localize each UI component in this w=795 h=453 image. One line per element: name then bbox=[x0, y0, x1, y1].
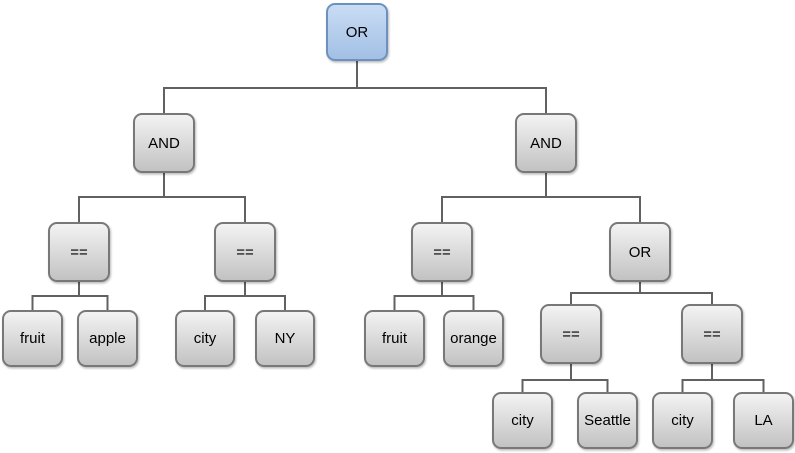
node-leaf-fruit-1: fruit bbox=[2, 310, 63, 367]
connector-root-or bbox=[163, 60, 547, 114]
node-leaf-la: LA bbox=[733, 392, 794, 449]
connector-eq-fruit-apple bbox=[31, 281, 109, 311]
connector-and-right bbox=[441, 172, 641, 223]
node-eq-city-seattle: == bbox=[540, 304, 602, 364]
node-leaf-city-1: city bbox=[175, 310, 235, 367]
node-leaf-city-3: city bbox=[652, 392, 713, 449]
node-eq-fruit-apple: == bbox=[48, 222, 110, 282]
node-eq-city-la: == bbox=[681, 304, 743, 364]
node-and-left: AND bbox=[133, 113, 195, 173]
node-leaf-apple: apple bbox=[77, 310, 138, 367]
node-leaf-city-2: city bbox=[492, 392, 553, 449]
node-eq-fruit-orange: == bbox=[411, 222, 473, 282]
node-and-right: AND bbox=[515, 113, 577, 173]
connector-or-nested bbox=[570, 281, 713, 305]
node-leaf-fruit-2: fruit bbox=[364, 310, 425, 367]
connector-and-left bbox=[78, 172, 246, 223]
connector-eq-city-la bbox=[681, 363, 765, 393]
node-leaf-seattle: Seattle bbox=[577, 392, 638, 449]
node-root-or: OR bbox=[326, 3, 388, 61]
node-eq-city-ny: == bbox=[214, 222, 276, 282]
connector-eq-city-seattle bbox=[521, 363, 609, 393]
connector-eq-city-ny bbox=[204, 281, 286, 311]
node-leaf-ny: NY bbox=[255, 310, 315, 367]
connector-eq-fruit-orange bbox=[393, 281, 475, 311]
node-or-nested: OR bbox=[609, 222, 671, 282]
node-leaf-orange: orange bbox=[443, 310, 504, 367]
